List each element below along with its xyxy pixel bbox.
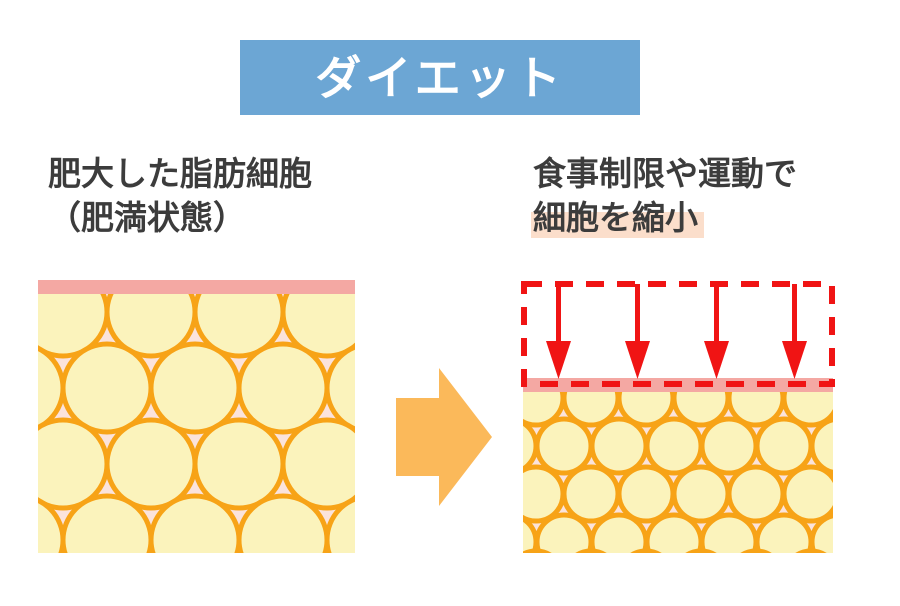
fat-cell	[589, 512, 649, 553]
enlarged-fat-cells-svg	[38, 280, 355, 553]
right-heading-line-2-highlighted: 細胞を縮小	[531, 196, 704, 240]
fat-cell	[280, 280, 355, 359]
fat-cell	[534, 512, 594, 553]
heading-highlight-band	[531, 212, 704, 239]
reduction-box-svg	[521, 281, 835, 387]
left-heading-line-1: 肥大した脂肪細胞	[48, 155, 312, 192]
fat-cell	[192, 417, 286, 511]
fat-cell	[795, 548, 827, 553]
fat-cell	[60, 341, 154, 435]
fat-cell	[726, 464, 786, 524]
fat-cell	[644, 512, 704, 553]
fat-cell-group	[38, 280, 355, 553]
right-heading-line-1: 食事制限や運動で	[533, 155, 797, 192]
fat-cell	[104, 417, 198, 511]
skin-layer	[38, 280, 355, 294]
fat-cell	[644, 416, 704, 476]
down-arrow-group	[546, 284, 807, 379]
shrunken-fat-cells-diagram	[523, 378, 833, 553]
fat-cell	[280, 417, 355, 511]
dashed-reduction-box	[521, 281, 835, 387]
transition-arrow	[392, 366, 496, 508]
down-arrow-icon	[704, 284, 729, 379]
fat-cell	[699, 512, 759, 553]
fat-cell	[236, 341, 330, 435]
fat-cell	[809, 513, 833, 553]
fat-cell	[740, 548, 772, 553]
fat-cell	[781, 464, 833, 524]
fat-cell	[616, 464, 676, 524]
fat-cell	[148, 341, 242, 435]
fat-cell	[685, 548, 717, 553]
left-heading: 肥大した脂肪細胞 （肥満状態）	[48, 152, 312, 239]
page-title: ダイエット	[315, 51, 565, 104]
fat-cell-group	[523, 378, 833, 553]
title-banner: ダイエット	[240, 40, 640, 115]
down-arrow-icon	[625, 284, 650, 379]
down-arrow-icon	[782, 284, 807, 379]
right-arrow-icon	[396, 368, 492, 506]
left-heading-line-2: （肥満状態）	[48, 198, 246, 236]
shrunken-fat-cells-svg	[523, 378, 833, 553]
fat-cell	[523, 464, 566, 524]
fat-cell	[324, 496, 355, 553]
enlarged-fat-cells-diagram	[38, 280, 355, 553]
fat-cell	[671, 464, 731, 524]
fat-cell	[523, 548, 552, 553]
fat-cell	[699, 416, 759, 476]
fat-cell	[534, 416, 594, 476]
right-heading-line-2: 細胞を縮小	[533, 198, 698, 236]
fat-cell	[575, 548, 607, 553]
fat-cell	[754, 416, 814, 476]
fat-cell	[561, 464, 621, 524]
fat-cell	[324, 344, 355, 432]
fat-cell	[809, 417, 833, 475]
fat-cell	[589, 416, 649, 476]
right-arrow-shape	[396, 368, 492, 506]
fat-cell	[630, 548, 662, 553]
down-arrow-icon	[546, 284, 571, 379]
fat-cell	[754, 512, 814, 553]
right-heading: 食事制限や運動で 細胞を縮小	[531, 152, 797, 240]
cell-reduction-indicator	[519, 279, 837, 389]
